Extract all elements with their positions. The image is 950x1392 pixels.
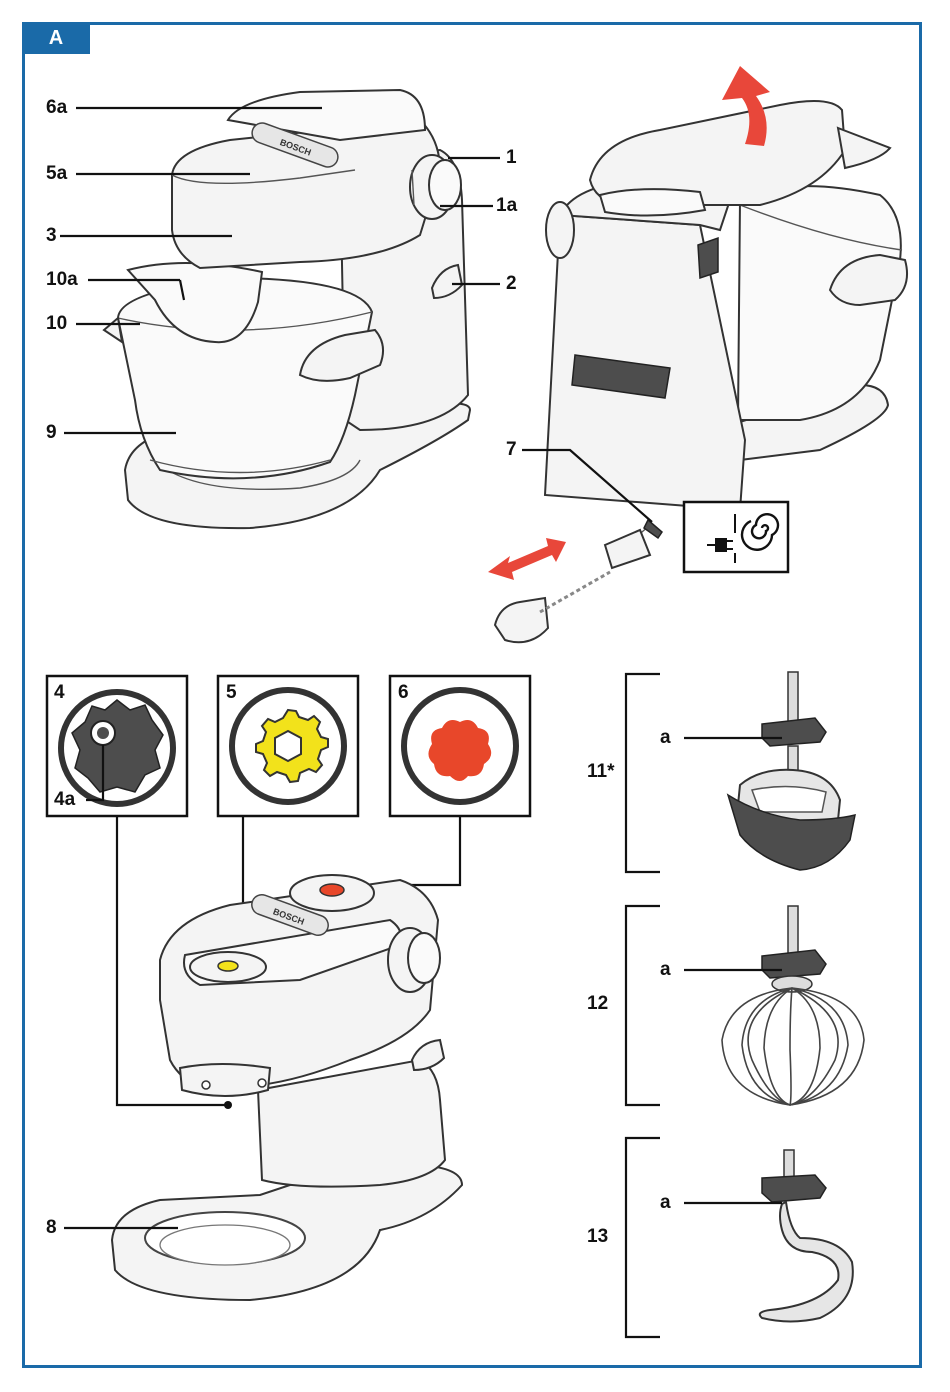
label-11: 11* — [587, 762, 614, 782]
label-a-13: a — [660, 1193, 671, 1213]
label-6a: 6a — [46, 98, 67, 118]
drive-6-box — [390, 676, 530, 816]
label-1a: 1a — [496, 196, 517, 216]
flexi-beater — [728, 672, 855, 870]
label-4: 4 — [54, 683, 65, 703]
kneading-hook — [760, 1150, 853, 1322]
bidirectional-arrow-icon — [488, 538, 566, 580]
drive-5-box — [218, 676, 358, 816]
label-13: 13 — [587, 1227, 608, 1247]
label-1: 1 — [506, 148, 517, 168]
mixer-front-view: BOSCH — [104, 90, 470, 528]
label-8: 8 — [46, 1218, 57, 1238]
whisk — [722, 906, 864, 1105]
label-3: 3 — [46, 226, 57, 246]
label-10: 10 — [46, 314, 67, 334]
label-2: 2 — [506, 274, 517, 294]
label-5: 5 — [226, 683, 237, 703]
label-5a: 5a — [46, 164, 67, 184]
label-10a: 10a — [46, 270, 78, 290]
label-a-12: a — [660, 960, 671, 980]
bracket-11 — [626, 674, 660, 872]
label-a-11: a — [660, 728, 671, 748]
label-12: 12 — [587, 994, 608, 1014]
bracket-13 — [626, 1138, 660, 1337]
label-9: 9 — [46, 423, 57, 443]
bracket-12 — [626, 906, 660, 1105]
label-7: 7 — [506, 440, 517, 460]
mixer-drives-view: BOSCH — [112, 875, 462, 1300]
label-4a: 4a — [54, 790, 75, 810]
cable-storage-icon-box — [684, 502, 788, 572]
label-6: 6 — [398, 683, 409, 703]
